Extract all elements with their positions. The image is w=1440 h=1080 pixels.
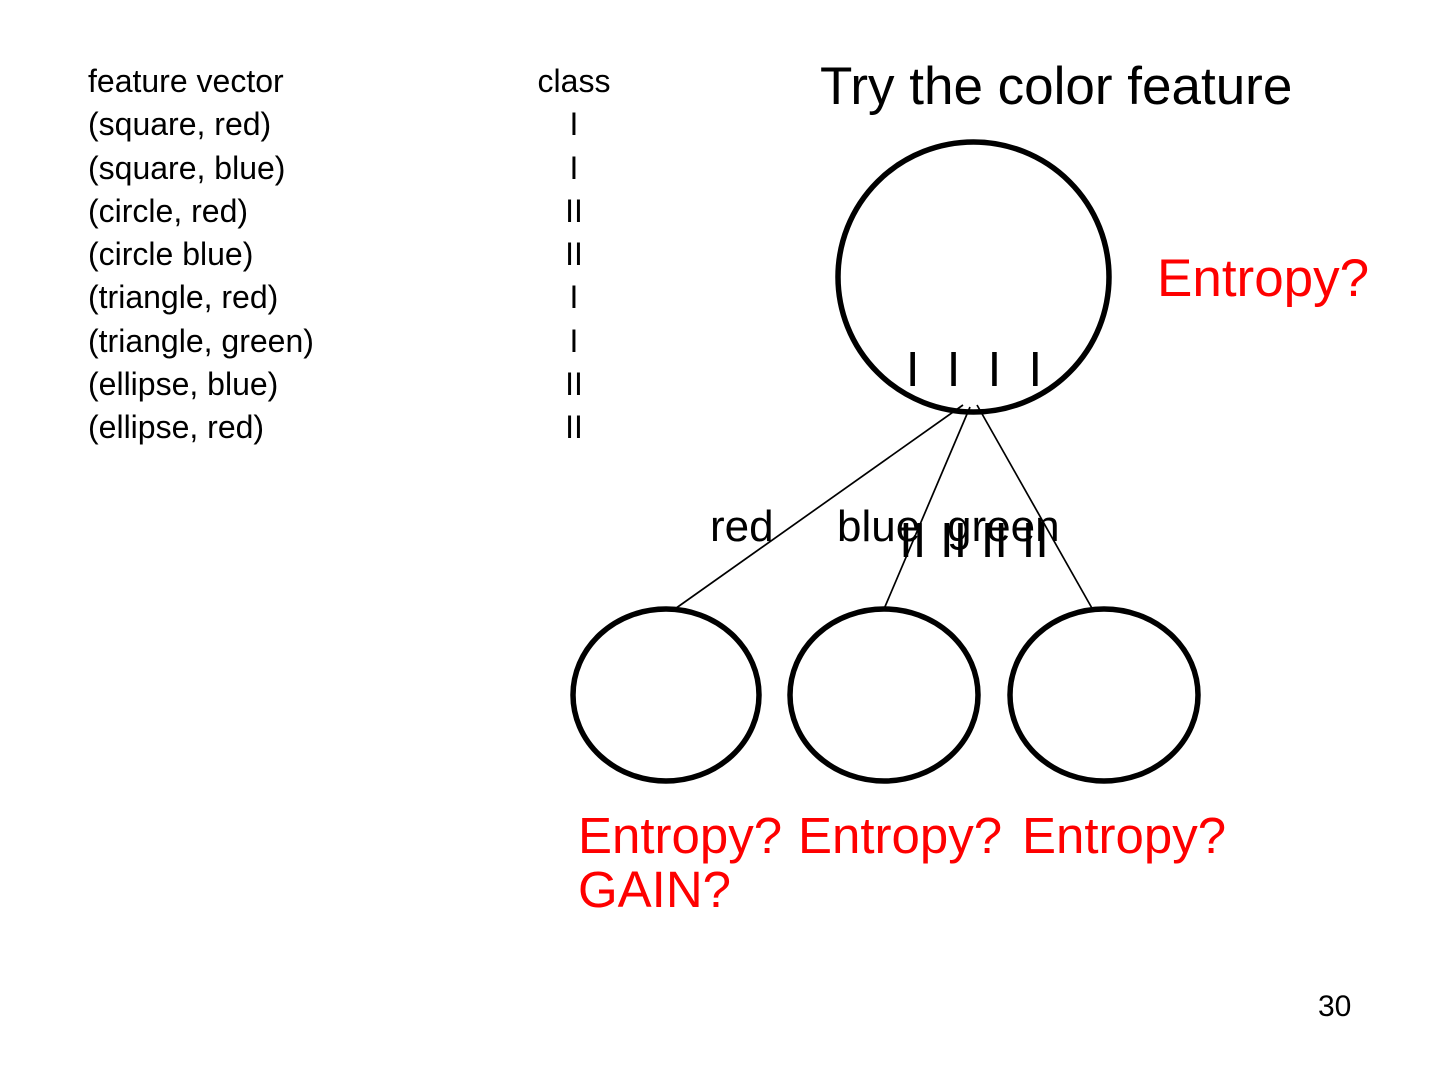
table-row: (square, blue) I [88, 147, 658, 190]
class-cell: II [565, 409, 583, 446]
page-number: 30 [1318, 990, 1352, 1023]
feature-cell: (circle blue) [88, 236, 254, 273]
class-cell: II [565, 366, 583, 403]
class-cell: I [569, 322, 579, 359]
root-node-class1-marks: I I I I [905, 343, 1043, 397]
table-row: (ellipse, blue) II [88, 363, 658, 406]
table-row: (triangle, red) I [88, 276, 658, 319]
feature-cell: (ellipse, blue) [88, 366, 279, 403]
feature-cell: (circle, red) [88, 192, 249, 229]
root-node-circle [835, 139, 1112, 415]
feature-cell: (square, red) [88, 106, 272, 143]
table-row: (square, red) I [88, 103, 658, 146]
branch-label-red: red [710, 502, 774, 551]
leaf-node-circle-green [1007, 606, 1201, 784]
leaf-entropy-annotation: Entropy? [798, 807, 1003, 864]
gain-annotation: GAIN? [578, 861, 732, 918]
class-cell: I [569, 279, 579, 316]
branch-label-green: green [947, 502, 1060, 551]
class-cell: II [565, 192, 583, 229]
class-cell: I [569, 149, 579, 186]
table-row: (circle, red) II [88, 190, 658, 233]
class-header: class [537, 63, 611, 99]
class-cell: II [565, 236, 583, 273]
root-entropy-annotation: Entropy? [1157, 249, 1370, 308]
leaf-node-circle-blue [787, 606, 981, 784]
feature-class-table: feature vector class (square, red) I (sq… [88, 60, 658, 450]
table-row: (ellipse, red) II [88, 406, 658, 449]
root-node-contents: I I I I II II II II [813, 228, 1135, 684]
slide-title: Try the color feature [820, 57, 1293, 116]
class-cell: I [569, 106, 579, 143]
leaf-entropy-annotation: Entropy? [578, 807, 783, 864]
table-row: (triangle, green) I [88, 320, 658, 363]
leaf-entropy-annotation: Entropy? [1022, 807, 1227, 864]
branch-line-green [976, 404, 1094, 611]
feature-cell: (ellipse, red) [88, 409, 265, 446]
table-header-row: feature vector class [88, 60, 658, 103]
feature-cell: (triangle, green) [88, 322, 314, 359]
leaf-node-circle-red [570, 606, 762, 784]
root-node-class2-marks: II II II II [899, 514, 1049, 568]
table-row: (circle blue) II [88, 233, 658, 276]
branch-label-blue: blue [837, 502, 921, 551]
branch-line-red [671, 404, 964, 612]
feature-cell: (triangle, red) [88, 279, 279, 316]
branch-line-blue [883, 406, 971, 610]
feature-vector-header: feature vector [88, 63, 284, 99]
feature-cell: (square, blue) [88, 149, 286, 186]
